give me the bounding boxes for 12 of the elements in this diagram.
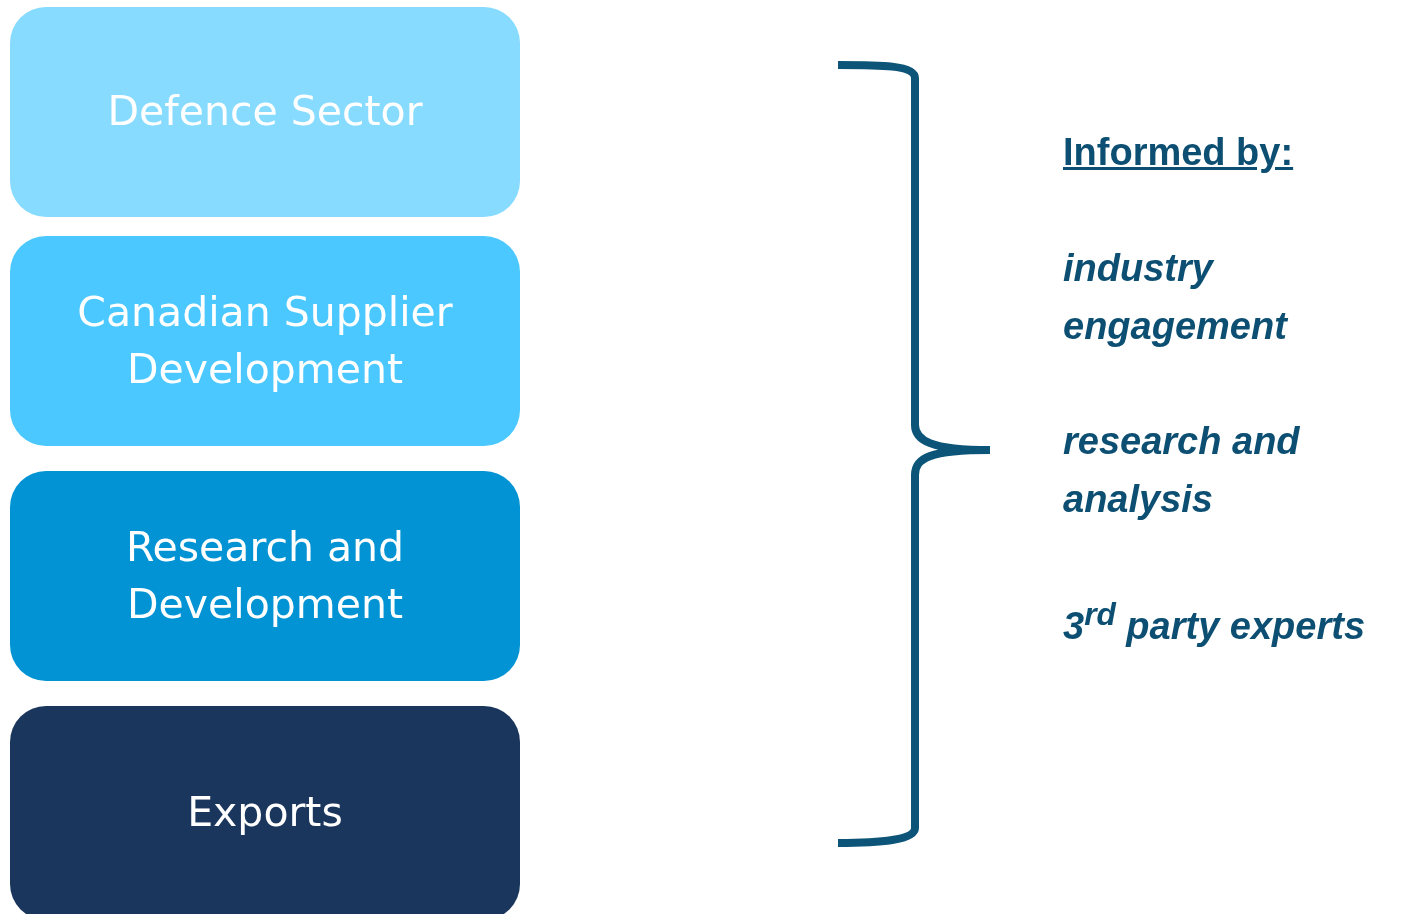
box-label: Research and Development bbox=[124, 521, 406, 630]
box-label: Defence Sector bbox=[106, 86, 424, 138]
category-box bbox=[10, 236, 520, 446]
source-item: industry engagement bbox=[1063, 246, 1289, 349]
source-item: research and analysis bbox=[1063, 419, 1301, 522]
category-box bbox=[10, 706, 520, 914]
box-label: Exports bbox=[186, 787, 344, 839]
heading: Informed by: bbox=[1063, 130, 1294, 175]
box-label: Canadian Supplier Development bbox=[76, 286, 454, 395]
source-item: 3$^{rd}$ party experts bbox=[1063, 595, 1367, 649]
category-box bbox=[10, 7, 520, 217]
category-box bbox=[10, 471, 520, 681]
